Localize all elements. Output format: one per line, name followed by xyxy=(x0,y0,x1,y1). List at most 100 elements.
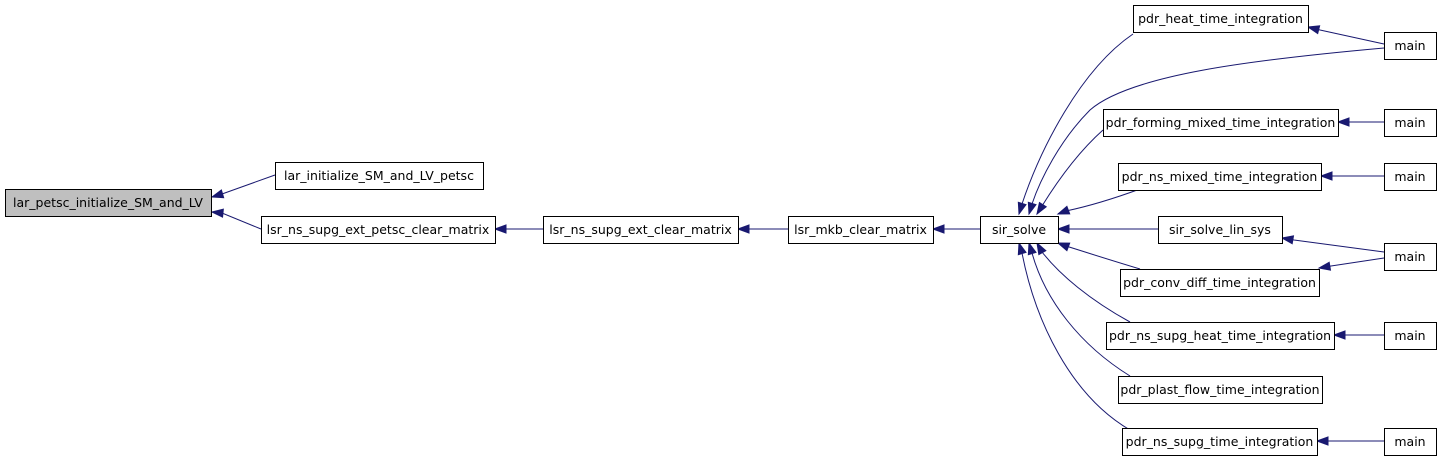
arrowhead-icon xyxy=(1017,241,1027,256)
node-sir-solve[interactable]: sir_solve xyxy=(980,216,1059,244)
node-box xyxy=(1118,163,1322,191)
node-pdr-heat-time-integration[interactable]: pdr_heat_time_integration xyxy=(1133,5,1309,33)
arrowhead-icon xyxy=(1056,224,1070,234)
edge-n2-to-n0 xyxy=(210,208,262,230)
arrowhead-icon xyxy=(1315,436,1329,446)
edge-line xyxy=(1036,129,1104,215)
edge-n7-to-n5 xyxy=(1036,129,1104,216)
edge-m4-to-n9 xyxy=(1280,235,1385,253)
node-pdr-ns-mixed-time-integration[interactable]: pdr_ns_mixed_time_integration xyxy=(1118,163,1322,191)
arrowhead-icon xyxy=(736,224,750,234)
arrowhead-icon xyxy=(1056,242,1071,252)
edge-n6-to-n5 xyxy=(1017,33,1134,216)
edge-m5-to-n11 xyxy=(1332,330,1384,340)
node-label: lsr_ns_supg_ext_petsc_clear_matrix xyxy=(267,222,490,237)
edge-n5-to-n4 xyxy=(931,224,980,234)
node-lsr-ns-supg-ext-clear-matrix[interactable]: lsr_ns_supg_ext_clear_matrix xyxy=(543,216,739,244)
edge-n10-to-n5 xyxy=(1056,242,1141,270)
edge-n8-to-n5 xyxy=(1056,188,1141,215)
edge-n13-to-n5 xyxy=(1017,241,1131,431)
arrowhead-icon xyxy=(1317,261,1332,271)
node-box xyxy=(1103,109,1339,137)
node-pdr-ns-supg-heat-time-integration[interactable]: pdr_ns_supg_heat_time_integration xyxy=(1106,322,1335,350)
node-label: lsr_mkb_clear_matrix xyxy=(794,222,927,237)
node-box xyxy=(1122,428,1318,456)
arrowhead-icon xyxy=(1027,241,1037,256)
node-lsr-mkb-clear-matrix[interactable]: lsr_mkb_clear_matrix xyxy=(788,216,934,244)
node-box xyxy=(275,162,484,190)
node-main[interactable]: main xyxy=(1384,428,1437,456)
node-label: main xyxy=(1394,169,1425,184)
edge-line xyxy=(1057,242,1141,270)
node-box xyxy=(1120,269,1320,297)
node-label: pdr_forming_mixed_time_integration xyxy=(1106,115,1336,130)
node-sir-solve-lin-sys[interactable]: sir_solve_lin_sys xyxy=(1158,216,1283,244)
node-pdr-ns-supg-time-integration[interactable]: pdr_ns_supg_time_integration xyxy=(1122,428,1318,456)
node-label: lsr_ns_supg_ext_clear_matrix xyxy=(549,222,731,237)
edge-m3-to-n8 xyxy=(1319,171,1384,181)
node-main[interactable]: main xyxy=(1384,243,1437,271)
call-graph-edges xyxy=(210,25,1385,446)
edge-line xyxy=(1028,242,1131,377)
arrowhead-icon xyxy=(1332,330,1346,340)
arrowhead-icon xyxy=(210,189,225,199)
node-main[interactable]: main xyxy=(1384,322,1437,350)
edge-m6-to-n13 xyxy=(1315,436,1384,446)
node-box xyxy=(1158,216,1283,244)
node-lar-initialize-sm-and-lv-petsc[interactable]: lar_initialize_SM_and_LV_petsc xyxy=(275,162,484,190)
node-pdr-forming-mixed-time-integration[interactable]: pdr_forming_mixed_time_integration xyxy=(1103,109,1339,137)
arrowhead-icon xyxy=(1036,201,1048,216)
edge-m4-to-n10 xyxy=(1317,257,1385,271)
arrowhead-icon xyxy=(1336,117,1350,127)
call-graph-nodes: lar_petsc_initialize_SM_and_LV lar_initia… xyxy=(5,5,1437,456)
node-box xyxy=(261,216,496,244)
node-label: lar_initialize_SM_and_LV_petsc xyxy=(284,168,474,183)
node-label: pdr_ns_supg_time_integration xyxy=(1126,434,1314,449)
node-lar-petsc-initialize-sm-and-lv: lar_petsc_initialize_SM_and_LV xyxy=(5,189,212,217)
node-label: main xyxy=(1394,328,1425,343)
node-lsr-ns-supg-ext-petsc-clear-matrix[interactable]: lsr_ns_supg_ext_petsc_clear_matrix xyxy=(261,216,496,244)
edge-line xyxy=(1018,242,1131,431)
edge-n1-to-n0 xyxy=(210,174,276,199)
node-main[interactable]: main xyxy=(1384,32,1437,60)
node-box xyxy=(1384,109,1437,137)
arrowhead-icon xyxy=(1027,201,1037,216)
arrowhead-icon xyxy=(210,208,224,218)
node-pdr-conv-diff-time-integration[interactable]: pdr_conv_diff_time_integration xyxy=(1120,269,1320,297)
arrowhead-icon xyxy=(1280,235,1295,245)
node-label: pdr_ns_supg_heat_time_integration xyxy=(1109,328,1331,343)
edge-m2-to-n7 xyxy=(1336,117,1384,127)
node-label: lar_petsc_initialize_SM_and_LV xyxy=(13,195,203,210)
node-box xyxy=(1384,32,1437,60)
node-box xyxy=(1384,322,1437,350)
node-label: pdr_ns_mixed_time_integration xyxy=(1122,169,1318,184)
node-main[interactable]: main xyxy=(1384,109,1437,137)
node-label: pdr_heat_time_integration xyxy=(1138,11,1303,26)
arrowhead-icon xyxy=(931,224,945,234)
arrowhead-icon xyxy=(1306,25,1321,35)
node-box xyxy=(1384,428,1437,456)
node-label: sir_solve_lin_sys xyxy=(1169,222,1271,237)
node-label: main xyxy=(1394,115,1425,130)
node-label: main xyxy=(1394,434,1425,449)
node-pdr-plast-flow-time-integration[interactable]: pdr_plast_flow_time_integration xyxy=(1118,376,1323,404)
node-main[interactable]: main xyxy=(1384,163,1437,191)
node-box xyxy=(1384,243,1437,271)
edge-n9-to-n5 xyxy=(1056,224,1158,234)
edge-n12-to-n5 xyxy=(1027,241,1131,377)
node-box xyxy=(1118,376,1323,404)
node-label: pdr_conv_diff_time_integration xyxy=(1123,275,1316,290)
edge-m1-to-n6 xyxy=(1306,25,1385,45)
arrowhead-icon xyxy=(493,224,507,234)
node-label: sir_solve xyxy=(992,222,1046,237)
edge-line xyxy=(1018,33,1134,215)
node-box xyxy=(1106,322,1335,350)
node-label: main xyxy=(1394,249,1425,264)
arrowhead-icon xyxy=(1017,201,1027,216)
edge-m1-to-n5 xyxy=(1027,47,1385,216)
arrowhead-icon xyxy=(1056,205,1071,215)
edge-line xyxy=(1307,26,1385,45)
edge-line xyxy=(1057,188,1141,215)
edge-line xyxy=(1028,47,1385,215)
